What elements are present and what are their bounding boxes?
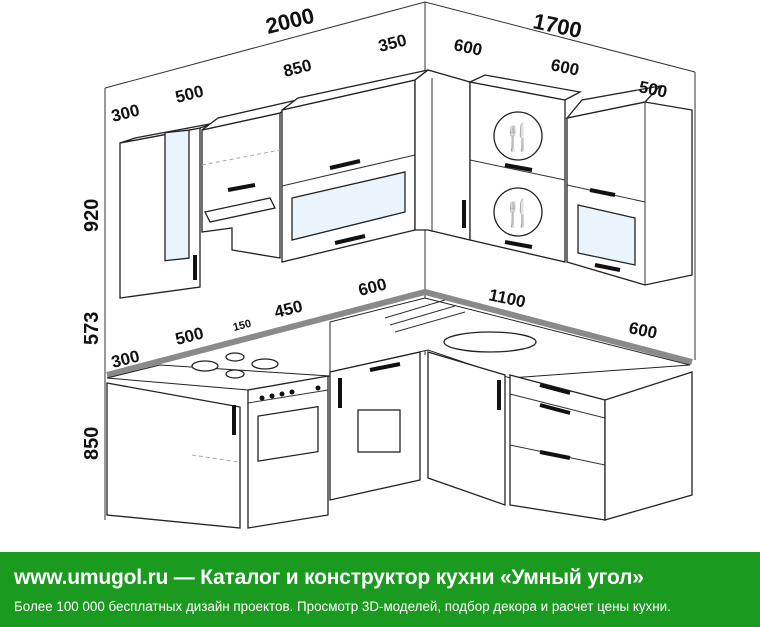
dim-lower: 450 [272,297,304,322]
footer-subtitle: Более 100 000 бесплатных дизайн проектов… [14,599,671,614]
oven-door [257,405,319,462]
dim-height-middle: 573 [81,312,103,345]
dishwasher-icon [357,409,401,453]
range-hood-icon [204,197,276,223]
countertop [106,288,693,391]
walls [104,1,696,520]
fork-knife-icon: 🍴 [502,122,534,153]
dim-upper: 500 [173,82,205,107]
upper-corner-cabinet [414,69,471,241]
base-cabinet-300 [106,382,241,529]
dim-upper: 300 [109,101,141,126]
glass-door [164,129,190,262]
dim-upper: 600 [452,35,484,59]
dim-right-total: 1700 [531,8,584,43]
corner-base-cabinet [427,351,506,506]
cutlery-icon [493,111,543,161]
dim-height-lower: 850 [81,427,103,460]
gas-hob [191,352,279,379]
sink-icon [443,331,537,353]
upper-left-cabinets [119,69,429,299]
upper-right-cabinets: 🍴 🍴 [467,74,693,286]
dim-lower: 600 [627,318,659,342]
dim-lower: 600 [356,275,388,300]
dim-upper: 350 [376,31,408,56]
dim-lower: 500 [173,324,205,349]
dim-lower: 150 [232,318,253,334]
dim-height-upper: 920 [81,199,103,232]
footer-title[interactable]: www.umugol.ru — Каталог и конструктор ку… [14,566,644,589]
fork-knife-icon: 🍴 [502,198,534,229]
dim-upper: 600 [549,55,581,79]
kitchen-diagram: 🍴 🍴 [81,1,696,529]
lower-cabinets [106,351,693,529]
hood-cabinet [201,112,281,259]
cutlery-icon [493,187,543,237]
footer-banner: www.umugol.ru — Каталог и конструктор ку… [0,552,760,627]
dim-upper: 850 [281,56,313,81]
